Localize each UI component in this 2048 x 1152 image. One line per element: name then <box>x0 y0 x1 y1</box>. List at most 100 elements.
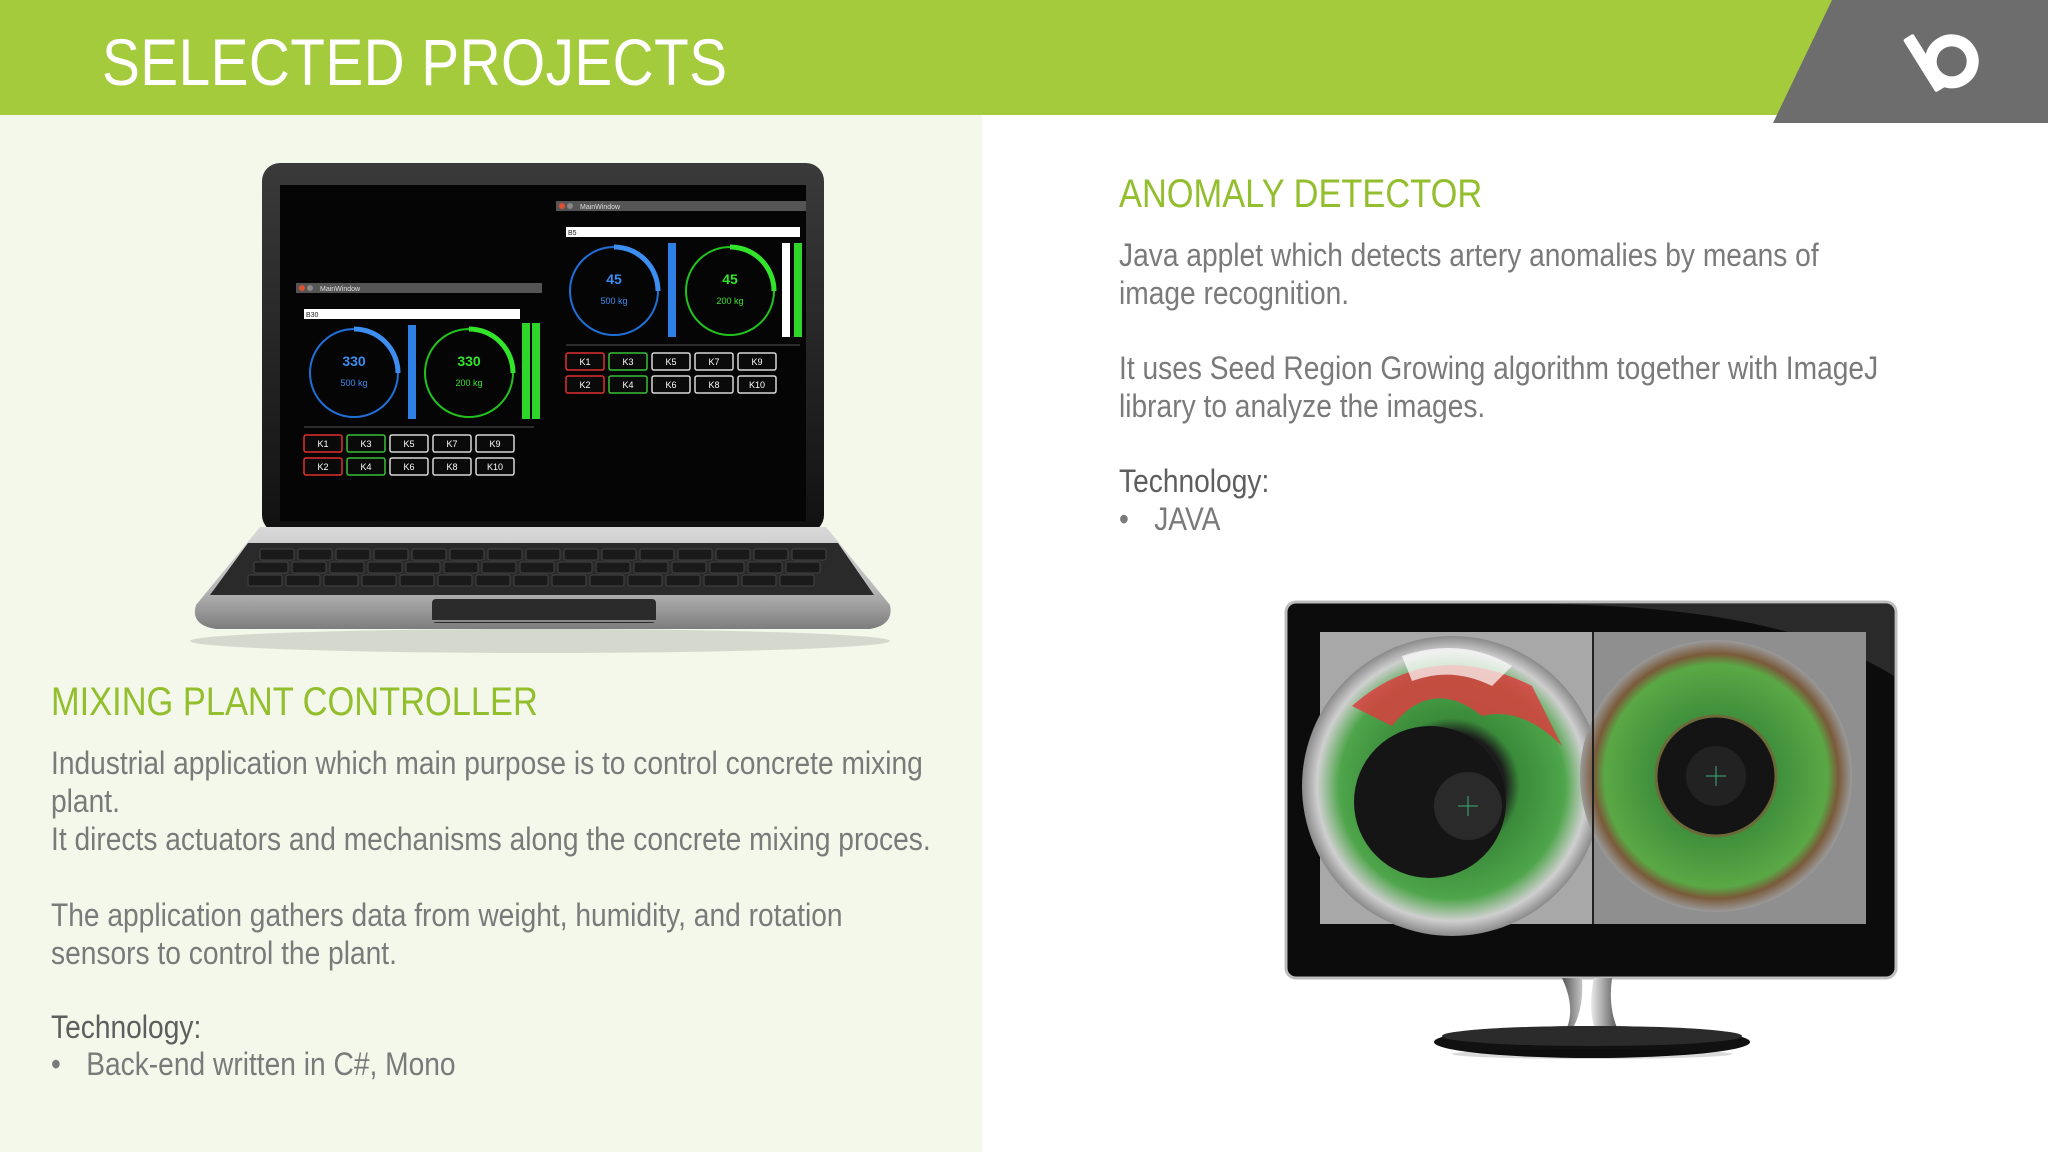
control-button-k1[interactable] <box>303 434 343 453</box>
controller-window-1: MainWindow B30 330 500 kg 330 200 kg <box>296 283 542 428</box>
keyboard-key <box>633 561 669 574</box>
keyboard-key <box>791 548 827 561</box>
anomaly-tech-label: Technology: <box>1119 463 1270 499</box>
anomaly-tech-item: •JAVA <box>1119 501 1221 537</box>
keyboard-key <box>405 561 441 574</box>
mixing-description-3: The application gathers data from weight… <box>51 897 843 971</box>
keyboard-key <box>627 574 663 587</box>
laptop-image: MainWindow B30 330 500 kg 330 200 kg Mai… <box>190 163 891 653</box>
keyboard-key <box>335 548 371 561</box>
keyboard-key <box>747 561 783 574</box>
control-button-label: K5 <box>665 357 676 367</box>
control-button-k10[interactable] <box>737 375 777 394</box>
control-button-k3[interactable] <box>346 434 386 453</box>
keyboard-key <box>709 561 745 574</box>
control-button-label: K1 <box>579 357 590 367</box>
b-logo-icon <box>1903 34 1979 92</box>
keyboard-key <box>753 548 789 561</box>
control-button-label: K2 <box>317 462 328 472</box>
gauge-value: 330 <box>342 353 366 369</box>
gauge-value: 45 <box>606 271 622 287</box>
control-button-k5[interactable] <box>389 434 429 453</box>
control-button-label: K7 <box>708 357 719 367</box>
control-button-k10[interactable] <box>475 457 515 476</box>
window-input[interactable]: B5 <box>568 230 577 237</box>
keyboard-key <box>563 548 599 561</box>
keyboard-key <box>247 574 283 587</box>
keyboard-key <box>259 548 295 561</box>
control-button-label: K10 <box>487 462 503 472</box>
keyboard-key <box>551 574 587 587</box>
keyboard-key <box>665 574 701 587</box>
window-title: MainWindow <box>580 204 621 211</box>
control-button-label: K3 <box>360 439 371 449</box>
keyboard-key <box>367 561 403 574</box>
control-button-label: K7 <box>446 439 457 449</box>
control-button-k9[interactable] <box>737 352 777 371</box>
keyboard-key <box>677 548 713 561</box>
control-button-k3[interactable] <box>608 352 648 371</box>
keyboard-key <box>437 574 473 587</box>
control-button-label: K9 <box>751 357 762 367</box>
mixing-tech-item: •Back-end written in C#, Mono <box>51 1046 456 1082</box>
control-button-k6[interactable] <box>389 457 429 476</box>
control-button-k7[interactable] <box>432 434 472 453</box>
anomaly-title: ANOMALY DETECTOR <box>1119 172 1483 216</box>
mixing-description-1: Industrial application which main purpos… <box>51 745 923 819</box>
gauge-value: 330 <box>457 353 481 369</box>
control-button-k2[interactable] <box>303 457 343 476</box>
control-button-k2[interactable] <box>565 375 605 394</box>
keyboard-key <box>589 574 625 587</box>
header-bar <box>0 0 2048 115</box>
control-button-k1[interactable] <box>565 352 605 371</box>
keyboard-key <box>785 561 821 574</box>
window-input[interactable]: B30 <box>306 312 319 319</box>
control-button-label: K8 <box>708 380 719 390</box>
keyboard-key <box>361 574 397 587</box>
keyboard-key <box>323 574 359 587</box>
window-title: MainWindow <box>320 286 361 293</box>
control-button-k9[interactable] <box>475 434 515 453</box>
control-button-label: K9 <box>489 439 500 449</box>
keyboard-key <box>779 574 815 587</box>
control-button-k6[interactable] <box>651 375 691 394</box>
anomaly-description-1: Java applet which detects artery anomali… <box>1119 237 1819 311</box>
control-button-k8[interactable] <box>694 375 734 394</box>
keyboard-key <box>715 548 751 561</box>
control-button-k7[interactable] <box>694 352 734 371</box>
logo-tab <box>1773 0 2048 123</box>
mixing-description-2: It directs actuators and mechanisms alon… <box>51 821 931 857</box>
control-button-k5[interactable] <box>651 352 691 371</box>
keyboard-key <box>741 574 777 587</box>
keyboard-key <box>519 561 555 574</box>
page-title: SELECTED PROJECTS <box>102 25 728 99</box>
mixing-tech-label: Technology: <box>51 1009 202 1045</box>
keyboard-key <box>443 561 479 574</box>
gauge-value: 45 <box>722 271 738 287</box>
control-button-k4[interactable] <box>608 375 648 394</box>
control-button-label: K1 <box>317 439 328 449</box>
keyboard-key <box>373 548 409 561</box>
keyboard-key <box>513 574 549 587</box>
keyboard-key <box>329 561 365 574</box>
monitor-image <box>1284 600 1898 1059</box>
control-button-label: K4 <box>622 380 633 390</box>
control-button-label: K3 <box>622 357 633 367</box>
anomaly-description-2: It uses Seed Region Growing algorithm to… <box>1119 350 1879 424</box>
control-button-label: K6 <box>665 380 676 390</box>
keyboard-key <box>487 548 523 561</box>
control-button-k8[interactable] <box>432 457 472 476</box>
keyboard-key <box>703 574 739 587</box>
control-button-label: K6 <box>403 462 414 472</box>
keyboard-key <box>411 548 447 561</box>
control-button-k4[interactable] <box>346 457 386 476</box>
gauge-unit: 200 kg <box>716 296 743 306</box>
keyboard-key <box>481 561 517 574</box>
keyboard-key <box>557 561 593 574</box>
control-button-label: K2 <box>579 380 590 390</box>
gauge-unit: 500 kg <box>600 296 627 306</box>
gauge-unit: 200 kg <box>455 378 482 388</box>
keyboard-key <box>671 561 707 574</box>
